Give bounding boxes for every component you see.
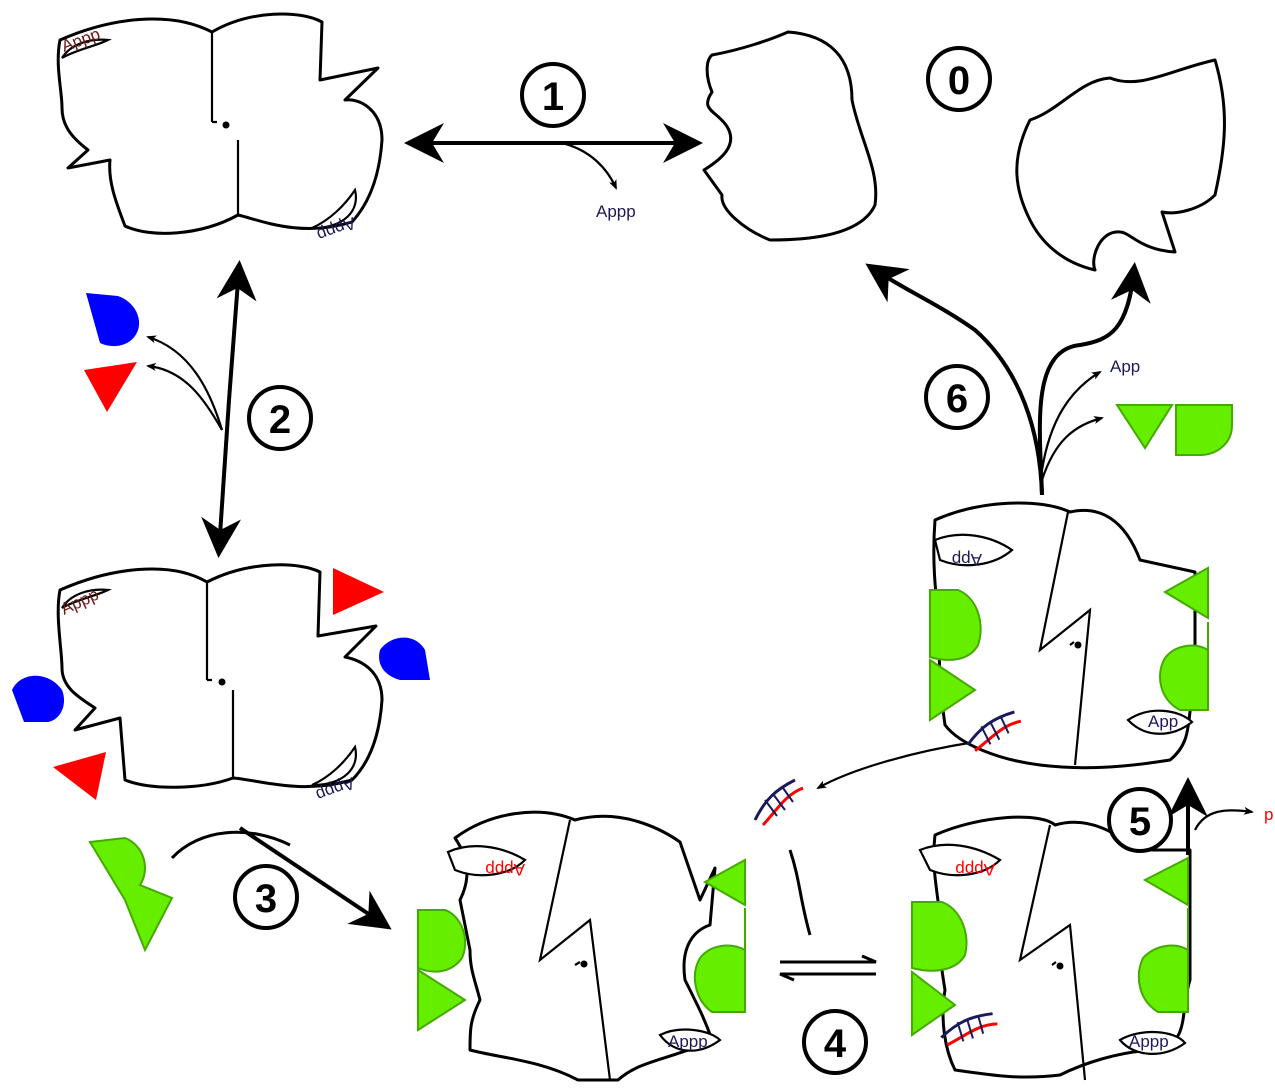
- appp-label: Appp: [596, 202, 636, 221]
- appp-label: Appp: [1129, 1032, 1169, 1051]
- step-2-marker: 2: [247, 385, 313, 451]
- svg-text:6: 6: [946, 377, 968, 421]
- appp-label: Appp: [668, 1032, 708, 1051]
- svg-text:2: 2: [269, 398, 291, 442]
- blue-ligand-icon: [12, 675, 65, 722]
- step-1-arrow: [404, 123, 703, 190]
- step-3-marker: 3: [233, 864, 299, 930]
- step-2-arrow: [146, 260, 257, 558]
- app-label: App: [1148, 712, 1178, 731]
- step-4-equilibrium-arrows: [779, 849, 877, 982]
- blue-ligand-icon: [86, 293, 140, 347]
- ppp-label: Appp: [955, 860, 995, 879]
- green-ligand-icon: [1137, 856, 1189, 1013]
- phosphate-label: p: [1264, 805, 1273, 824]
- open-complex-app-dna: [932, 501, 1197, 770]
- green-ligand-icon: [693, 858, 746, 1013]
- svg-text:0: 0: [948, 59, 970, 103]
- step-1-marker: 1: [520, 62, 586, 128]
- dimer-appp-complex: [56, 12, 384, 235]
- green-ligand-icon: [1115, 404, 1233, 456]
- green-ligand-icon: [1159, 566, 1209, 711]
- svg-text:5: 5: [1129, 800, 1151, 844]
- blue-ligand-icon: [379, 637, 430, 680]
- green-ligand-icon: [417, 909, 467, 1032]
- step-6-arrow: [865, 262, 1151, 496]
- red-ligand-icon: [333, 568, 384, 615]
- app-label: App: [1110, 357, 1140, 376]
- step-6-marker: 6: [924, 364, 990, 430]
- svg-text:3: 3: [255, 877, 277, 921]
- app-label: App: [952, 550, 982, 569]
- monomer-complex: [702, 30, 878, 242]
- step-0-marker: 0: [926, 46, 992, 112]
- svg-text:1: 1: [542, 75, 564, 119]
- green-ligand-icon: [911, 901, 968, 1037]
- dimer-ligand-bound-complex: [56, 563, 384, 789]
- step-3-arrow: [170, 826, 392, 930]
- open-complex-dna-bound: [918, 815, 1192, 1081]
- step-5-arrow: [1168, 777, 1254, 855]
- dna-helix-icon: [966, 710, 1022, 752]
- green-ligand-icon: [929, 589, 982, 722]
- red-ligand-icon: [53, 752, 106, 800]
- open-complex-appp: [446, 810, 722, 1082]
- dna-helix-icon: [753, 778, 804, 827]
- step-5-marker: 5: [1107, 787, 1173, 853]
- monomer-complex-open: [1015, 58, 1226, 272]
- green-ligand-icon: [88, 836, 174, 953]
- red-ligand-icon: [84, 362, 137, 412]
- dna-helix-icon: [940, 1012, 998, 1047]
- ppp-label: Appp: [485, 860, 525, 879]
- step-4-marker: 4: [802, 1009, 868, 1075]
- svg-text:4: 4: [824, 1022, 847, 1066]
